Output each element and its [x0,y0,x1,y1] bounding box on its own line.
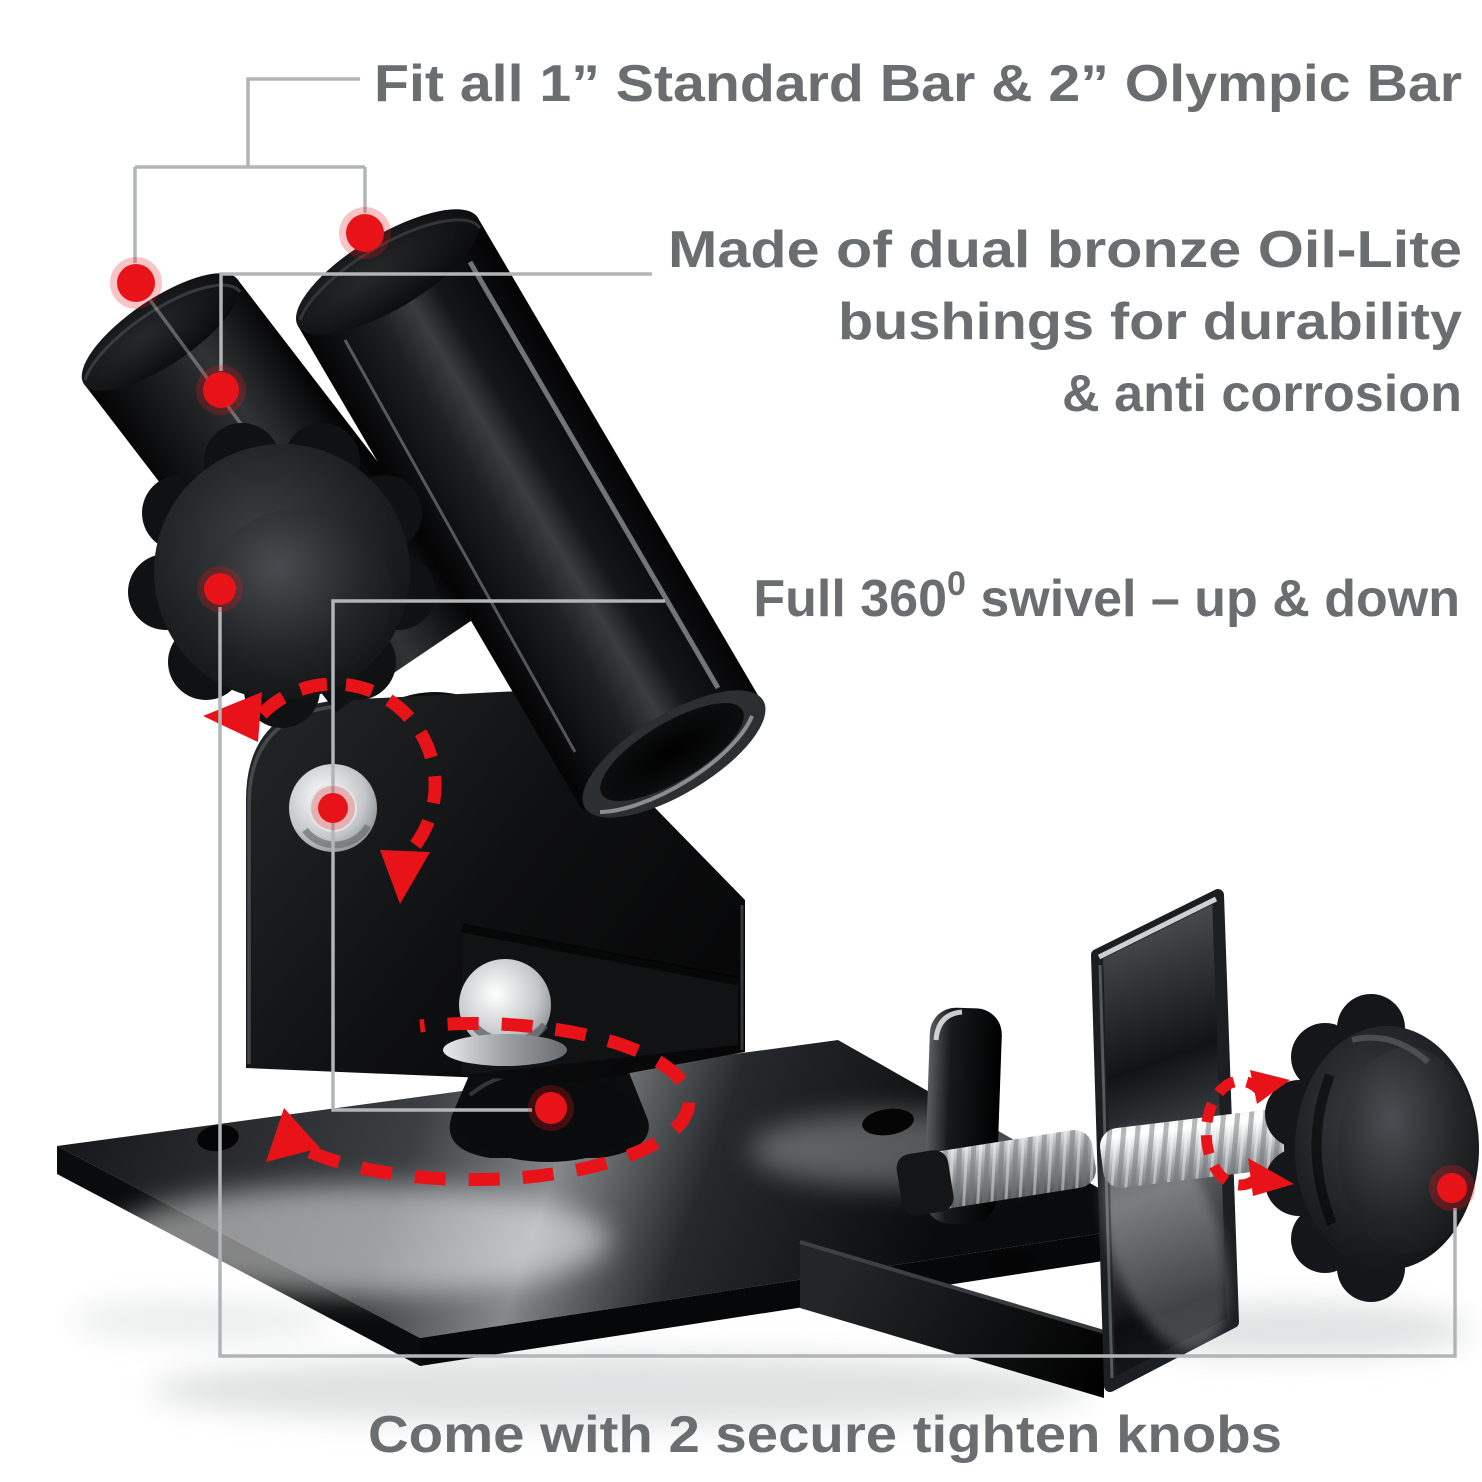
arrow-upleft-icon [266,1108,320,1162]
rotation-arc-updown [257,677,442,861]
threaded-rod-tip [896,1130,1096,1216]
labels: Fit all 1” Standard Bar & 2” Olympic Bar… [368,55,1462,1464]
arrow-screw-bottom-icon [1248,1158,1294,1196]
label-knobs: Come with 2 secure tighten knobs [368,1406,1282,1464]
marker-dot-swivel-tighten-knob [197,566,243,612]
arrow-left-icon [203,692,262,742]
marker-dots [110,207,1475,1211]
label-bushings-line2: bushings for durability [838,293,1462,351]
tube-mouth [582,690,766,818]
rotation-arc-360 [307,1017,696,1187]
label-fit-bars: Fit all 1” Standard Bar & 2” Olympic Bar [374,55,1462,113]
label-bushings-line1: Made of dual bronze Oil-Lite [668,221,1462,279]
callout-swivel [331,599,665,1112]
washer [443,1034,567,1066]
marker-dot-olympic-bar-tube [339,207,391,259]
plate-hole-front [986,1250,1034,1274]
rotation-arcs [257,677,1267,1191]
swivel-knob [128,423,436,728]
tube-olympic [296,209,766,818]
marker-dot-bushing-junction [196,365,246,415]
rotation-arrowheads [203,692,1294,1196]
label-bushings-line3: & anti corrosion [1062,365,1462,423]
marker-dot-base-swivel [528,1085,574,1131]
callout-knobs [218,607,1457,1358]
marker-dot-pivot-bolt [311,786,355,830]
clamp-bottom-arm [799,1240,1105,1398]
marker-dot-standard-bar-tube [110,257,162,309]
arrow-down-icon [380,850,430,904]
clamp-knob [1265,994,1479,1302]
callout-lines [133,77,1457,1358]
callout-fit-bars [133,77,367,263]
callout-bushings [219,272,652,371]
rotation-arc-screw [1200,1075,1267,1191]
plate-hole-right [862,1108,914,1136]
label-swivel: Full 3600 swivel – up & down [753,565,1460,628]
arrow-screw-top-icon [1250,1070,1290,1104]
plate-hole-left [197,1124,239,1152]
marker-dot-clamp-tighten-knob [1429,1165,1475,1211]
